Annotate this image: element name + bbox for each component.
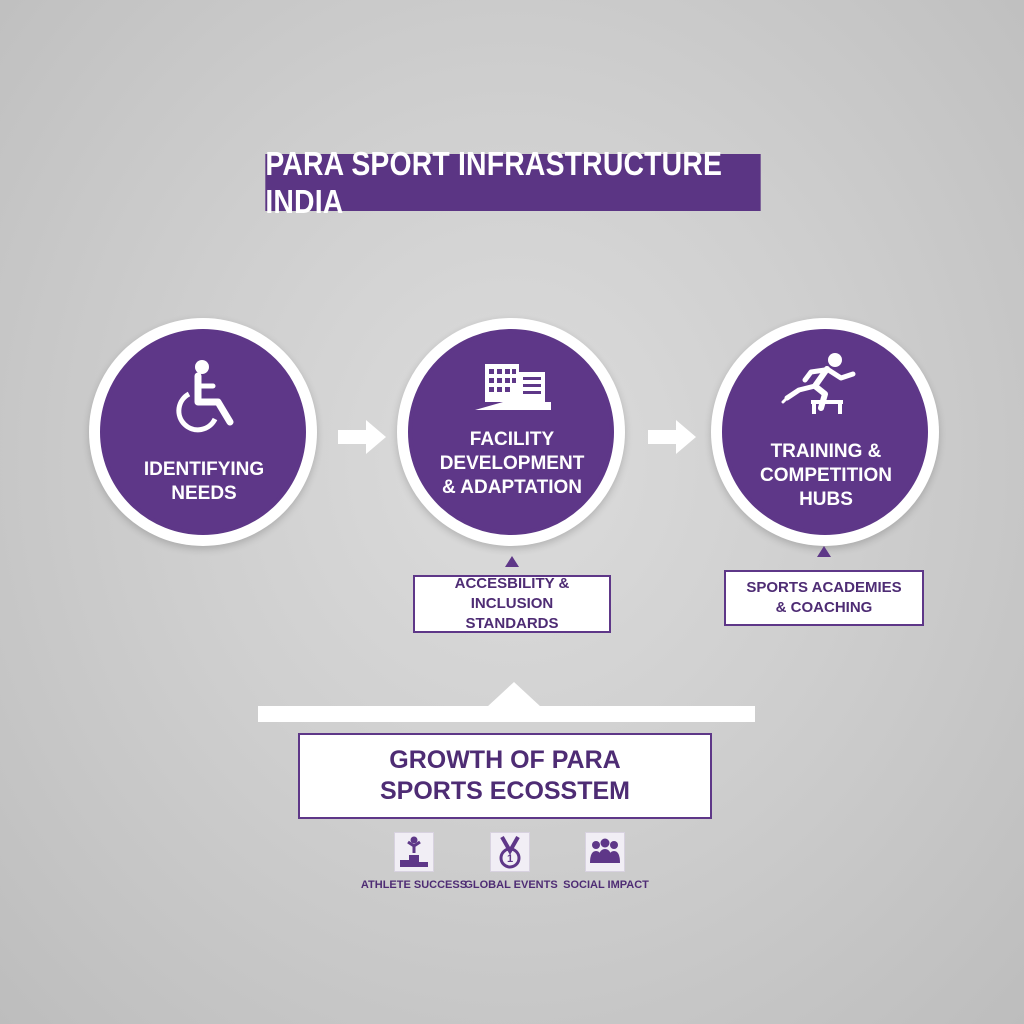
podium-icon	[394, 832, 434, 872]
hurdle-runner-icon	[781, 353, 856, 414]
pointer-up-icon	[505, 556, 519, 567]
step-circle-fill	[720, 327, 930, 537]
step-facility-development: FACILITY DEVELOPMENT & ADAPTATION	[397, 318, 625, 546]
accessibility-standards-box: ACCESBILITY & INCLUSION STANDARDS	[413, 575, 611, 633]
step-label: TRAINING & COMPETITION HUBS	[760, 441, 892, 510]
arrow-right-icon	[648, 420, 696, 454]
outcome-label: SOCIAL IMPACT	[563, 879, 649, 891]
growth-bar-peak	[487, 682, 541, 707]
arrow-right-icon	[338, 420, 386, 454]
svg-text:1: 1	[507, 853, 513, 865]
sports-academies-box: SPORTS ACADEMIES & COACHING	[724, 570, 924, 626]
page-title: PARA SPORT INFRASTRUCTURE INDIA	[265, 145, 761, 220]
step-circle-fill	[406, 327, 616, 537]
wheelchair-icon	[176, 360, 234, 433]
outcome-label: ATHLETE SUCCESS	[360, 879, 468, 891]
step-training-hubs: TRAINING & COMPETITION HUBS	[711, 318, 939, 546]
medal-icon: 1	[490, 832, 530, 872]
building-icon	[475, 364, 551, 410]
step-label: FACILITY DEVELOPMENT & ADAPTATION	[439, 429, 585, 498]
growth-bar	[258, 706, 755, 722]
outcome-label: GLOBAL EVENTS	[464, 879, 558, 891]
people-group-icon	[585, 832, 625, 872]
pointer-up-icon	[817, 546, 831, 557]
step-identifying-needs: IDENTIFYING NEEDS	[89, 318, 317, 546]
step-label: IDENTIFYING NEEDS	[143, 459, 265, 504]
growth-box: GROWTH OF PARA SPORTS ECOSSTEM	[298, 733, 712, 819]
